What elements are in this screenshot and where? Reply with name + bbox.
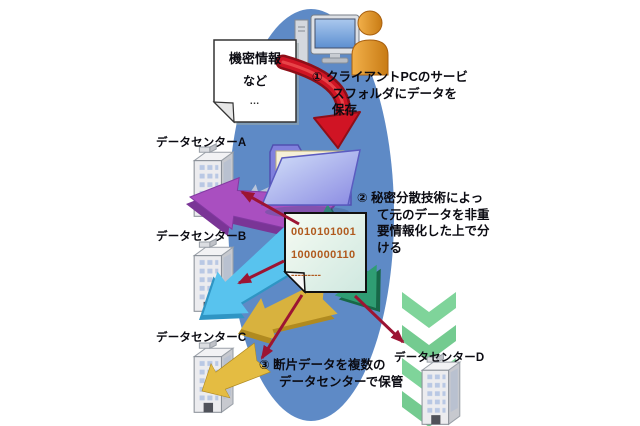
red-arrow-to-d xyxy=(353,294,405,344)
document-subtitle: など xyxy=(242,74,267,88)
fragment-line2: 1000000110 xyxy=(291,249,356,261)
datacenter-d-label: データセンターD xyxy=(394,352,485,364)
confidential-document-icon xyxy=(212,39,299,125)
datacenter-a-label: データセンターA xyxy=(156,137,247,149)
fragment-data-text: 0010101001 1000000110 --------- xyxy=(291,221,363,285)
red-arrow-to-c xyxy=(260,294,304,360)
red-swoosh-arrow xyxy=(275,54,361,149)
fragment-line1: 0010101001 xyxy=(291,226,357,238)
fragment-data-box xyxy=(283,212,367,294)
datacenter-c-label: データセンターC xyxy=(156,332,247,344)
red-arrow-to-b xyxy=(237,259,285,285)
red-arrow-to-a xyxy=(240,190,300,226)
datacenter-b-label: データセンターB xyxy=(156,231,247,243)
document-ellipsis: … xyxy=(249,96,261,107)
fragment-line3: --------- xyxy=(291,270,321,281)
step1-caption: ① クライアントPCのサービ スフォルダにデータを 保存 xyxy=(312,70,468,117)
step2-caption: ② 秘密分散技術によっ て元のデータを非重 要情報化した上で分 ける xyxy=(357,191,490,255)
client-pc-icon xyxy=(294,14,360,73)
user-icon xyxy=(351,10,389,76)
document-title: 機密情報 xyxy=(228,51,281,66)
distribution-arrows xyxy=(237,190,405,360)
confidential-document-text: 機密情報 など … xyxy=(216,48,294,107)
step3-caption: ③ 断片データを複数の データセンターで保管 xyxy=(259,358,404,389)
